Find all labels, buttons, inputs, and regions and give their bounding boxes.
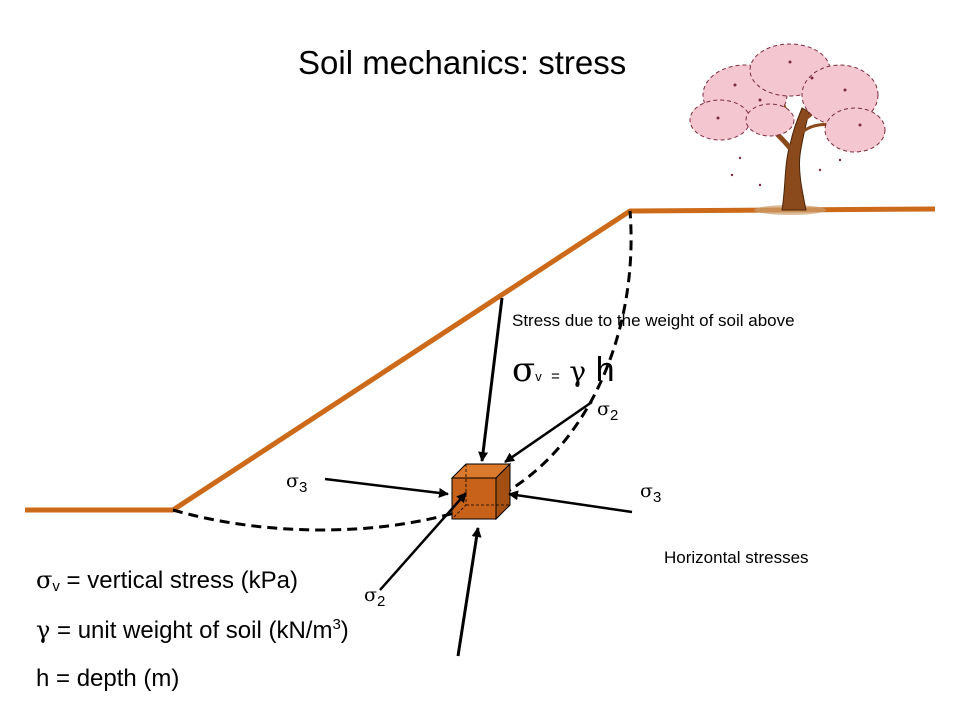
caption-horizontal-stresses: Horizontal stresses [664,548,809,567]
tree-icon [689,43,886,215]
sigma3-left-arrow [324,477,449,498]
sigma2-bottom-arrow [379,492,467,591]
equation-gamma: γ [569,355,587,388]
equation-equals: = [551,368,560,385]
sigma3-left-label: σ3 [286,470,308,496]
sigma3-right-label: σ3 [640,480,662,506]
sigma2-bottom-label: σ2 [364,584,386,610]
equation-sub: v [535,369,542,384]
caption-weight-of-soil: Stress due to the weight of soil above [512,311,795,330]
sigma2-top-arrow [504,400,593,464]
vertical-stress-equation: σv = γ h [512,350,615,397]
soil-element-cube [450,462,512,521]
legend-unit-weight: γ = unit weight of soil (kN/m3) [36,616,349,644]
vertical-stress-arrow [478,297,504,462]
sigma2-top-label: σ2 [597,398,619,424]
upward-stress-arrow [456,527,482,657]
sigma3-right-arrow [508,490,633,514]
equation-sigma: σ [512,350,536,390]
legend-depth: h = depth (m) [36,665,180,692]
equation-h: h [595,351,615,389]
slide-title: Soil mechanics: stress [298,44,627,81]
legend-vertical-stress: σv = vertical stress (kPa) [36,566,298,595]
